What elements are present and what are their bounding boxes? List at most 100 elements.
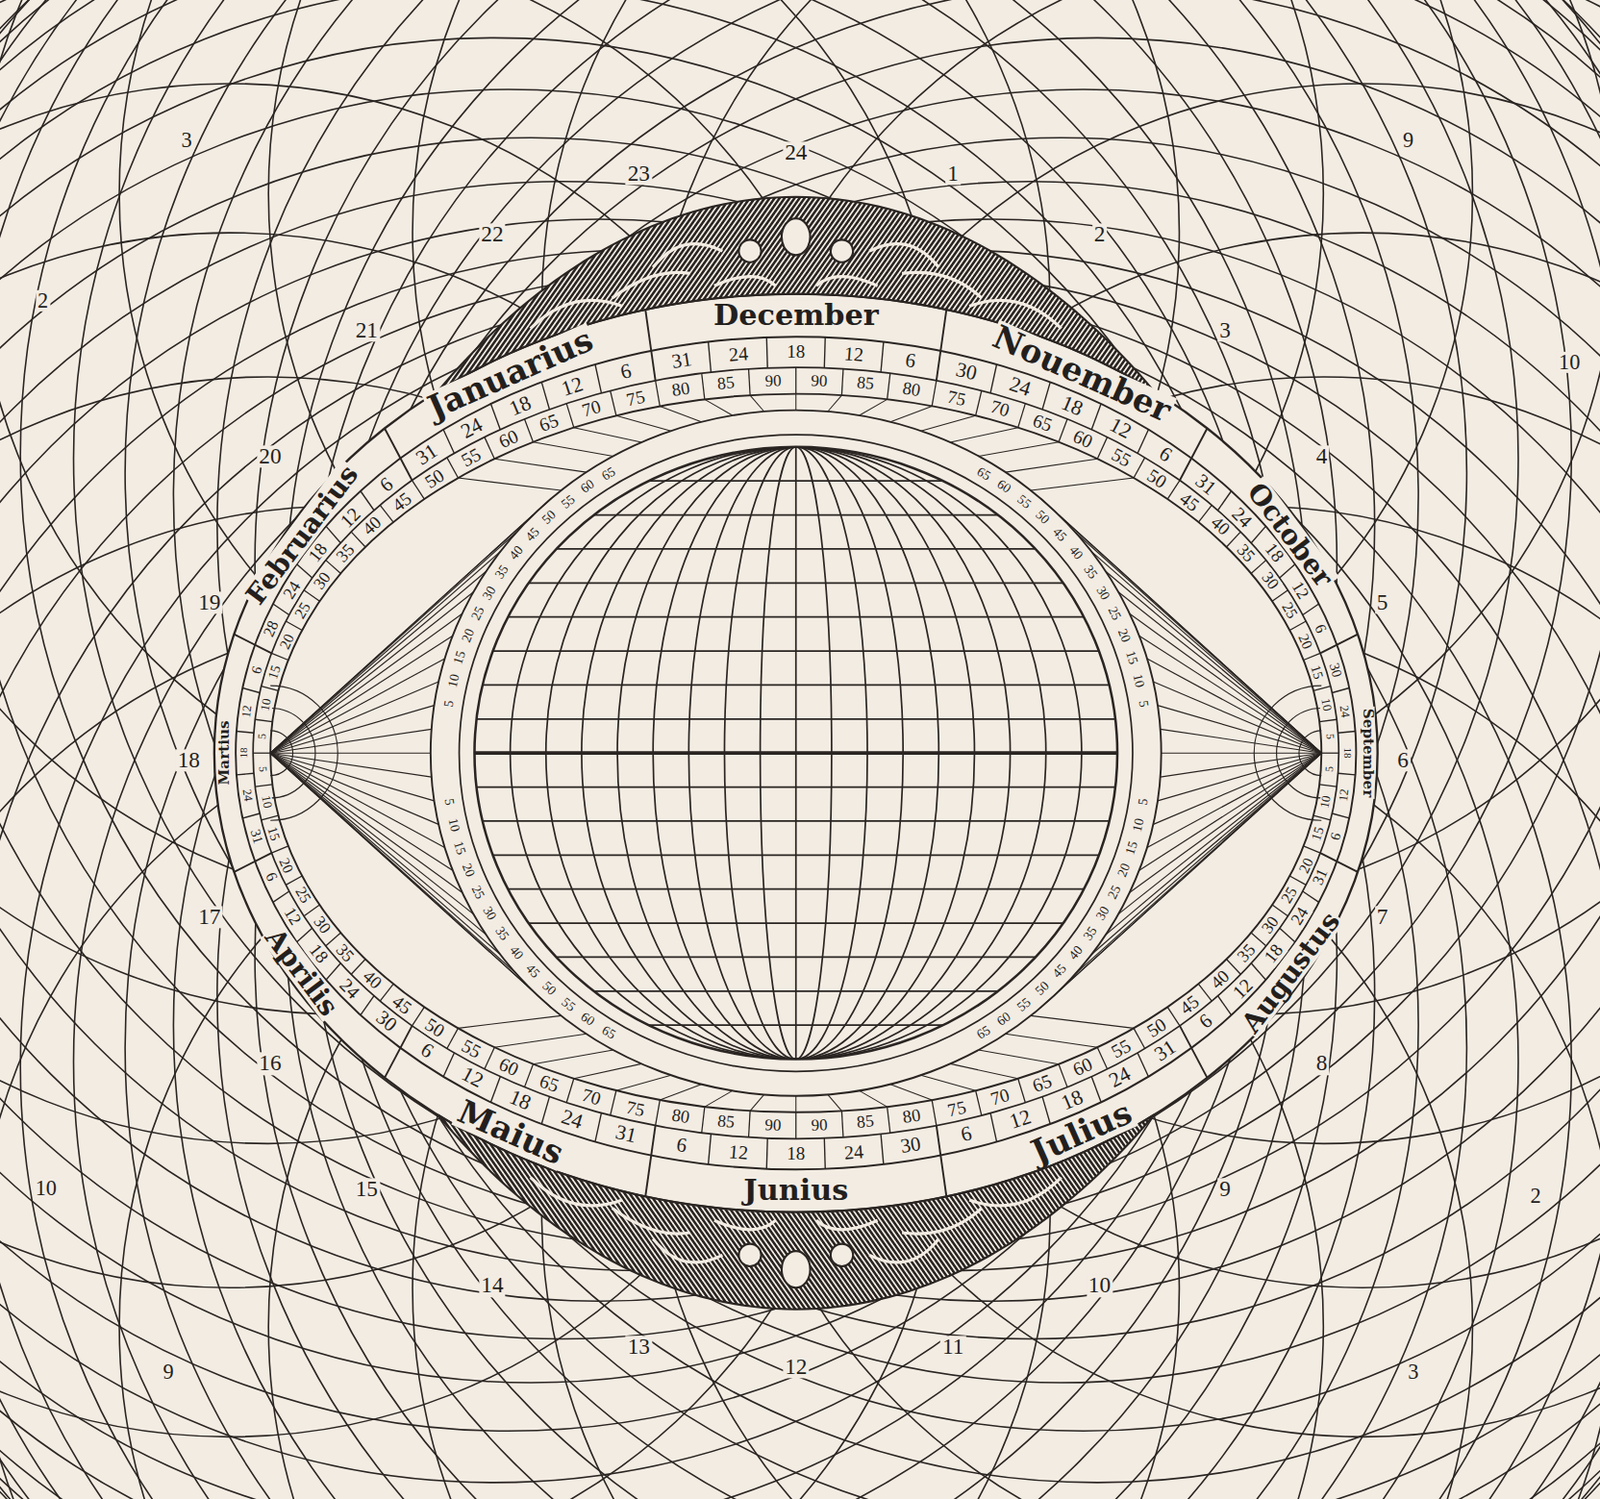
griffin-outline	[816, 1220, 878, 1230]
scale-tick	[297, 564, 313, 578]
scale-tick	[484, 1047, 495, 1070]
scale-tick	[990, 1113, 997, 1143]
day-number: 12	[1337, 786, 1352, 804]
hour-number: 21	[353, 319, 380, 342]
globe-outline	[474, 447, 1118, 1060]
degree-number: 80	[668, 378, 693, 400]
scale-tick	[1167, 1006, 1180, 1026]
scale-tick	[1042, 381, 1050, 409]
hour-number: 9	[1217, 1177, 1233, 1200]
scale-tick	[795, 1112, 797, 1140]
calendar-bands	[233, 309, 1358, 1198]
scale-tick	[950, 427, 1018, 443]
scale-tick	[701, 373, 705, 400]
parallel	[469, 479, 1123, 482]
scale-tick	[827, 1094, 843, 1111]
scale-tick	[574, 427, 642, 443]
hour-number: 20	[256, 445, 283, 468]
fan-line	[1152, 681, 1322, 753]
scale-tick	[490, 403, 500, 430]
scale-tick	[252, 752, 271, 754]
degree-number: 10	[258, 792, 275, 811]
scale-tick	[1137, 1052, 1149, 1077]
fan-line	[1157, 752, 1322, 801]
scale-tick	[890, 405, 932, 422]
degree-number: 10	[1318, 695, 1334, 714]
scale-tick	[921, 415, 976, 431]
degree-number: 85	[715, 1112, 738, 1132]
net-circle	[0, 0, 1419, 1271]
scale-tick	[616, 415, 672, 431]
fan-line	[270, 752, 474, 914]
hour-number: 4	[1314, 445, 1330, 468]
griffin-outline	[612, 1208, 691, 1235]
outer-hour-number: 10	[1556, 351, 1582, 374]
scale-tick	[708, 1133, 712, 1164]
parallel	[469, 650, 1123, 652]
parallel	[469, 786, 1123, 789]
hour-number: 10	[1086, 1275, 1113, 1298]
scale-tick	[921, 1075, 976, 1091]
scale-tick	[532, 1050, 613, 1065]
scale-tick	[766, 337, 769, 369]
scale-tick	[412, 1006, 425, 1026]
parallel	[469, 718, 1123, 721]
griffin-outline	[869, 244, 939, 269]
fan-arc	[1299, 730, 1322, 776]
scale-tick	[887, 373, 891, 400]
scale-tick	[1097, 437, 1107, 460]
griffin-outline	[869, 1238, 939, 1263]
parallel	[469, 548, 1123, 550]
scale-tick	[1091, 403, 1101, 430]
scale-tick	[1250, 963, 1266, 980]
scale-tick	[1058, 419, 1068, 443]
scale-tick	[325, 525, 341, 543]
side-fans	[270, 394, 1322, 1113]
ring-line	[430, 410, 1162, 1097]
scale-tick	[978, 1050, 1059, 1065]
fan-arc	[270, 685, 338, 821]
shield	[738, 239, 761, 262]
hour-number: 22	[478, 223, 505, 246]
scale-tick	[484, 437, 495, 460]
scale-tick	[412, 480, 425, 500]
parallel	[469, 514, 1123, 517]
griffin-outline	[530, 300, 624, 328]
fan-arc	[270, 708, 316, 799]
scale-tick	[610, 1090, 617, 1116]
degree-number: 80	[899, 378, 924, 400]
fan-line	[270, 752, 500, 955]
scale-tick	[524, 419, 533, 443]
fan-line	[270, 658, 445, 753]
scale-tick	[1005, 458, 1099, 473]
fan-arc	[270, 730, 293, 776]
scale-tick	[303, 590, 320, 602]
fan-line	[270, 752, 431, 754]
scale-tick	[1302, 603, 1320, 615]
fan-line	[1147, 658, 1322, 753]
fan-line	[270, 592, 474, 753]
griffin-outline	[714, 276, 776, 287]
inner-ring	[430, 410, 1162, 1097]
coat-of-arms	[781, 1250, 811, 1288]
day-number: 18	[1342, 746, 1353, 761]
scale-tick	[978, 442, 1059, 457]
scale-tick	[1272, 904, 1288, 917]
fan-line	[270, 752, 453, 871]
equator	[469, 750, 1123, 755]
scale-tick	[1319, 784, 1337, 787]
calendar-ring	[214, 294, 1378, 1213]
day-number: 31	[611, 1121, 641, 1148]
scale-tick	[1198, 983, 1212, 1001]
parallel	[469, 1024, 1123, 1026]
hour-number: 23	[625, 162, 652, 185]
griffin-outline	[816, 276, 878, 287]
degree-number: 5	[256, 731, 269, 742]
fan-line	[1118, 752, 1322, 914]
scale-tick	[1058, 1064, 1068, 1088]
fan-line	[1129, 613, 1322, 753]
fan-line	[270, 752, 434, 801]
scale-tick	[443, 1052, 454, 1077]
scale-tick	[749, 1110, 751, 1137]
